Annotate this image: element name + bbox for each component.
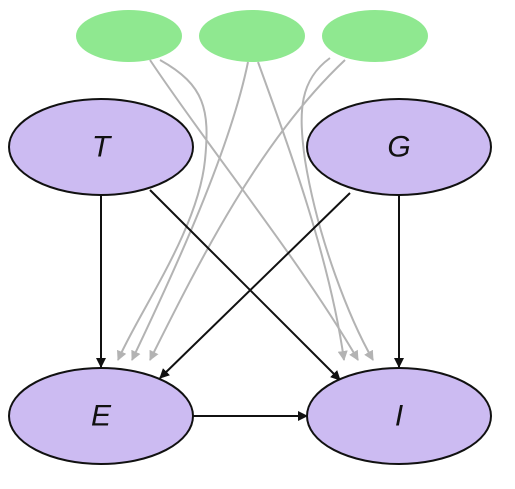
direct-edges [96,189,404,421]
node-E: E [8,367,194,465]
variable-nodes: T G E I [8,98,492,465]
edge-L3-E [149,59,346,361]
node-T-label: T [92,131,113,164]
node-latent-1 [76,10,182,62]
node-E-label: E [91,400,112,433]
node-I-label: I [395,400,403,433]
node-I: I [306,367,492,465]
latent-edges [117,57,374,361]
edge-L2-I [257,61,348,361]
edge-G-E [159,192,351,379]
edge-L1-E [117,59,208,361]
edge-L1-I [149,59,359,361]
node-G-label: G [387,131,410,164]
node-G: G [306,98,492,196]
edge-L2-E [131,61,249,361]
node-latent-2 [199,10,305,62]
latent-nodes [76,10,428,62]
node-T: T [8,98,194,196]
edge-L3-I [300,57,374,361]
edge-T-I [149,189,341,381]
node-latent-3 [322,10,428,62]
